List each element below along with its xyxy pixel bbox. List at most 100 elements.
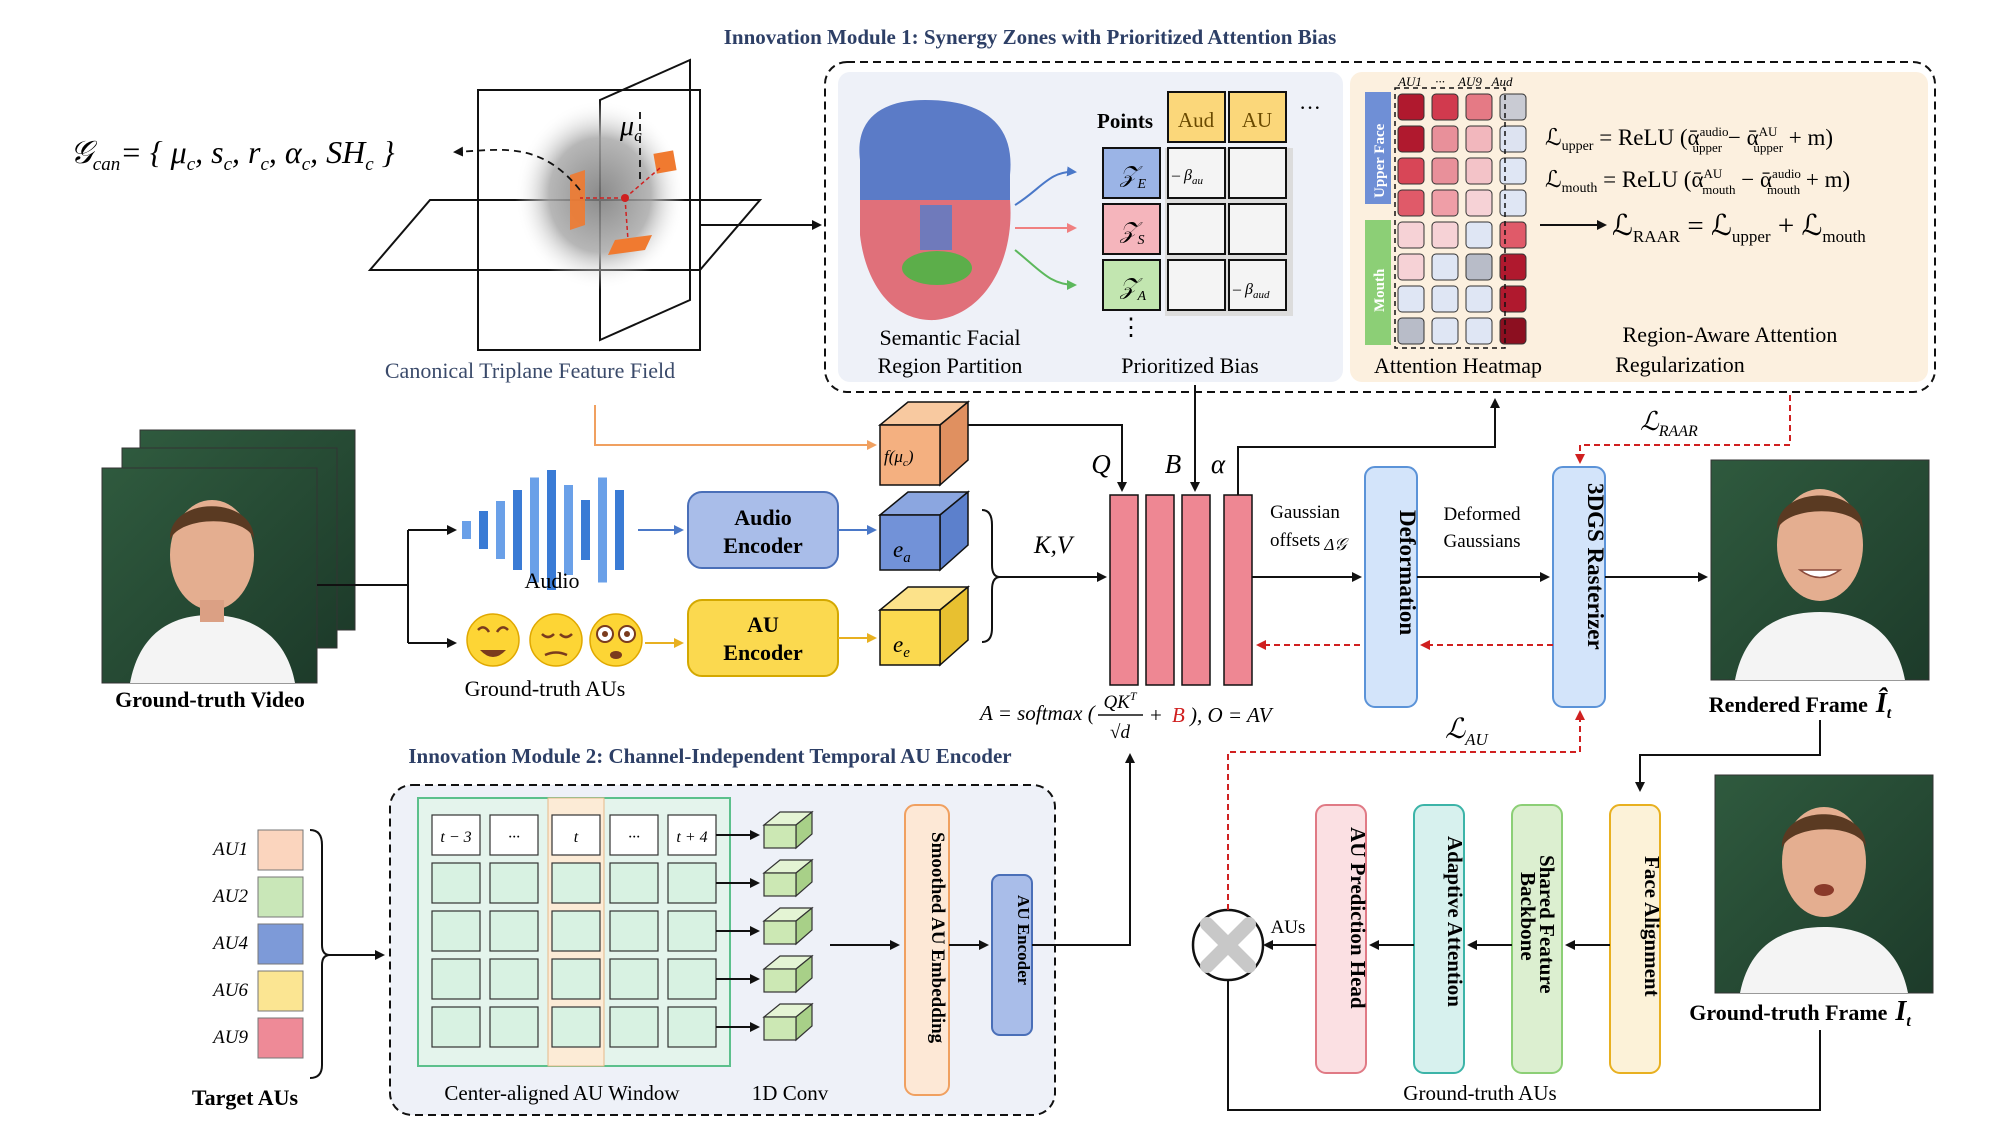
conv-cube-front: [763, 968, 797, 993]
heatmap-cell: [1431, 125, 1459, 153]
window-col-label: t − 3: [440, 829, 471, 846]
waveform-bar: [530, 477, 539, 583]
shared-backbone-line1: Shared Feature: [1535, 855, 1559, 994]
conv-cubes: [716, 810, 814, 1042]
heatmap-cell: [1465, 157, 1493, 185]
waveform-bar: [513, 490, 522, 570]
window-cell: [551, 1006, 601, 1048]
heatmap-cell: [1397, 253, 1425, 281]
window-cell: [431, 958, 481, 1000]
target-au-swatch: [257, 1017, 304, 1059]
au-header-cell: [1228, 91, 1287, 143]
gt-video-stack: [101, 429, 356, 684]
window-label: Center-aligned AU Window: [444, 1081, 680, 1105]
gauss-offsets-line1: Gaussian: [1270, 502, 1340, 523]
q-label: Q: [1091, 449, 1111, 479]
deformed-line1: Deformed: [1443, 504, 1521, 525]
mu-c-label: μc: [619, 111, 642, 145]
mouth-bar: [1365, 220, 1391, 345]
formula-b: B: [1172, 703, 1185, 727]
attention-formula: A = softmax (: [978, 701, 1097, 725]
heatmap-cell: [1397, 157, 1425, 185]
f-mu-cube: [877, 400, 971, 487]
ea-label: ea: [893, 537, 911, 566]
triplane-label: Canonical Triplane Feature Field: [385, 358, 675, 383]
formula-denominator: √d: [1110, 722, 1130, 743]
heatmap-label: Attention Heatmap: [1374, 353, 1542, 378]
l-au-label: ℒAU: [1445, 714, 1490, 749]
zone-a-cell: [1102, 259, 1161, 311]
module1-title: Innovation Module 1: Synergy Zones with …: [724, 25, 1337, 49]
heatmap-cell: [1465, 317, 1493, 345]
heatmap-cell: [1397, 93, 1425, 121]
rasterizer-block: [1552, 466, 1606, 708]
target-au-swatch: [257, 923, 304, 965]
heatmap-cell: [1431, 317, 1459, 345]
target-au-swatch: [257, 829, 304, 871]
waveform-bar: [581, 500, 590, 560]
beta-au: – βau: [1171, 167, 1203, 187]
window-cell: [489, 910, 539, 952]
mouth-label: Mouth: [1372, 268, 1388, 312]
smoothed-embedding-block: [904, 804, 950, 1096]
heatmap-col-label: Aud: [1491, 74, 1513, 89]
l-raar-label: ℒRAAR: [1640, 407, 1698, 440]
bias-row-vdots: ⋮: [1119, 315, 1143, 341]
heatmap-panel: [1350, 72, 1928, 382]
beta-aud: – βaud: [1232, 281, 1270, 301]
window-cell: [667, 910, 717, 952]
triplane-feature-field: μc: [367, 58, 763, 351]
rendered-frame-image: [1710, 459, 1930, 681]
gt-aus-label: Ground-truth AUs: [465, 676, 626, 701]
rasterizer-label: 3DGS Rasterizer: [1583, 483, 1608, 650]
waveform-bar: [564, 485, 573, 575]
window-cell: [489, 814, 539, 856]
target-au-name: AU6: [211, 980, 248, 1001]
waveform-bar: [496, 501, 505, 559]
waveform-bar: [547, 470, 556, 590]
gaussian-point-cloud: [515, 100, 685, 290]
window-cell: [489, 862, 539, 904]
heatmap-cell: [1431, 93, 1459, 121]
audio-label: Audio: [525, 568, 580, 593]
heatmap-cell: [1499, 157, 1527, 185]
partition-label-2: Region Partition: [878, 353, 1023, 378]
heatmap-cell: [1465, 125, 1493, 153]
raar-label-1: Region-Aware Attention: [1623, 322, 1838, 347]
window-cell: [431, 910, 481, 952]
semantic-face-partition: [859, 100, 1011, 321]
window-cell: [667, 1006, 717, 1048]
adaptive-attention-block: [1413, 804, 1465, 1074]
au-window-grid: t − 3···t···t + 4: [431, 814, 717, 1048]
attention-blocks: [1109, 494, 1253, 686]
zone-s-cell: [1102, 203, 1161, 255]
waveform-bar: [479, 511, 488, 549]
conv-cube-front: [763, 1016, 797, 1041]
window-cell: [489, 1006, 539, 1048]
deformation-block: [1364, 466, 1418, 708]
target-au-swatch: [257, 876, 304, 918]
heatmap-cell: [1499, 189, 1527, 217]
waveform-bar: [615, 490, 624, 570]
aud-header: Aud: [1178, 108, 1215, 132]
conv-cube-front: [763, 872, 797, 897]
raar-label-2: Regularization: [1615, 352, 1745, 377]
shared-backbone-block: [1511, 804, 1563, 1074]
zone-e-cell: [1102, 147, 1161, 199]
waveform-bar: [598, 477, 607, 583]
conv-cube-front: [763, 824, 797, 849]
au-header: AU: [1242, 108, 1272, 132]
window-cell: [609, 862, 659, 904]
heatmap-cell: [1397, 125, 1425, 153]
adaptive-attention-label: Adaptive Attention: [1443, 836, 1467, 1007]
bias-label: Prioritized Bias: [1121, 353, 1258, 378]
window-cell: [551, 814, 601, 856]
window-cell: [609, 910, 659, 952]
heatmap-cell: [1431, 221, 1459, 249]
heatmap-cell: [1499, 253, 1527, 281]
